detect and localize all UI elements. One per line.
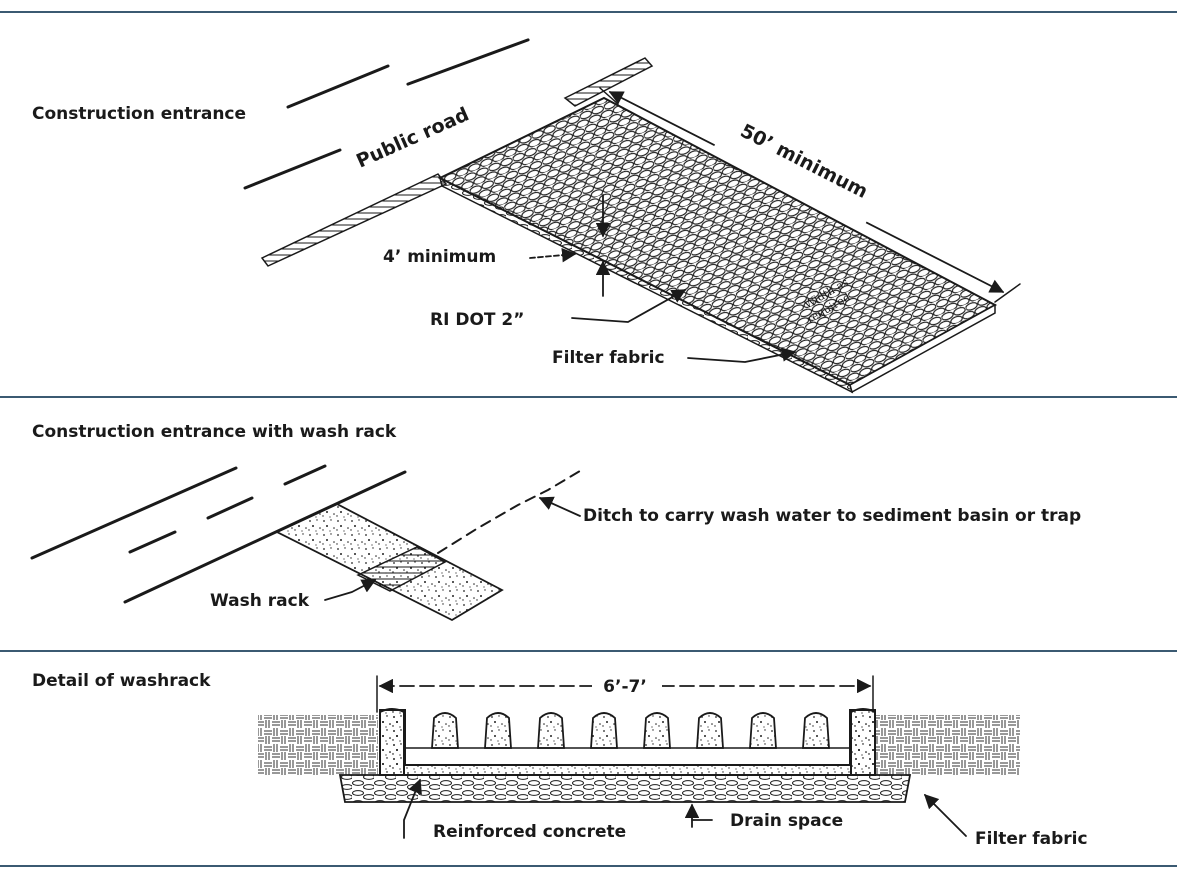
rack-tooth	[537, 712, 565, 749]
fabric-leader	[687, 347, 797, 363]
section-wash-rack: Construction entrance with wash rack Dit…	[30, 422, 1081, 622]
divider-rules	[0, 11, 1177, 867]
wash-road-dash	[283, 464, 327, 486]
wash-rack-leader	[324, 579, 377, 601]
ditch-label: Ditch to carry wash water to sediment ba…	[583, 506, 1081, 526]
rack-tooth	[802, 712, 830, 749]
section-title-wash-rack: Construction entrance with wash rack	[32, 422, 397, 442]
ditch-line	[437, 467, 586, 554]
section-title-detail: Detail of washrack	[32, 671, 211, 691]
section-detail: Detail of washrack 6’-7’	[32, 671, 1088, 849]
gravel-base	[338, 774, 912, 803]
detail-fabric-leader	[923, 793, 967, 837]
length-tick-end	[994, 283, 1021, 303]
span-label-mask	[592, 672, 662, 698]
detail-fabric-label: Filter fabric	[975, 829, 1088, 849]
wash-road-dash	[206, 496, 254, 520]
stone-label: RI DOT 2”	[430, 310, 524, 330]
end-wall-right	[850, 708, 876, 776]
soil-right	[875, 715, 1020, 775]
span-label: 6’-7’	[603, 677, 647, 697]
concrete-label: Reinforced concrete	[433, 822, 626, 842]
road-dash	[406, 38, 530, 86]
thickness-leader	[529, 247, 577, 263]
section-title-entrance: Construction entrance	[32, 104, 246, 124]
length-tick-start	[599, 87, 619, 105]
road-dash	[243, 148, 342, 190]
stone-pad-end	[849, 303, 996, 394]
section-construction-entrance: Construction entrance Public road Width …	[32, 38, 1021, 394]
rack-tooth	[431, 712, 459, 749]
rack-tooth	[696, 712, 724, 749]
stone-leader	[571, 289, 687, 323]
fabric-label: Filter fabric	[552, 348, 665, 368]
wash-rack-band	[356, 546, 447, 592]
wash-rack-label: Wash rack	[210, 591, 310, 611]
public-road-label: Public road	[353, 103, 472, 172]
rack-tooth	[590, 712, 618, 749]
wash-road-edge	[30, 466, 238, 560]
wash-road-edge-2	[123, 470, 407, 604]
rack-tooth	[643, 712, 671, 749]
rack-teeth	[431, 712, 830, 749]
road-dash	[286, 64, 390, 109]
thickness-label: 4’ minimum	[383, 247, 496, 267]
soil-left	[258, 715, 378, 775]
ditch-leader	[538, 496, 581, 517]
public-road-lines	[243, 38, 530, 190]
rack-tooth	[749, 712, 777, 749]
wash-road-dash	[128, 530, 177, 554]
wash-road-lines	[30, 464, 407, 604]
end-wall-left	[379, 708, 405, 776]
concrete-leader	[403, 778, 422, 839]
length-label-mask	[712, 104, 888, 226]
drain-label: Drain space	[730, 811, 843, 831]
road-curb-top	[563, 57, 654, 107]
rack-tooth	[484, 712, 512, 749]
